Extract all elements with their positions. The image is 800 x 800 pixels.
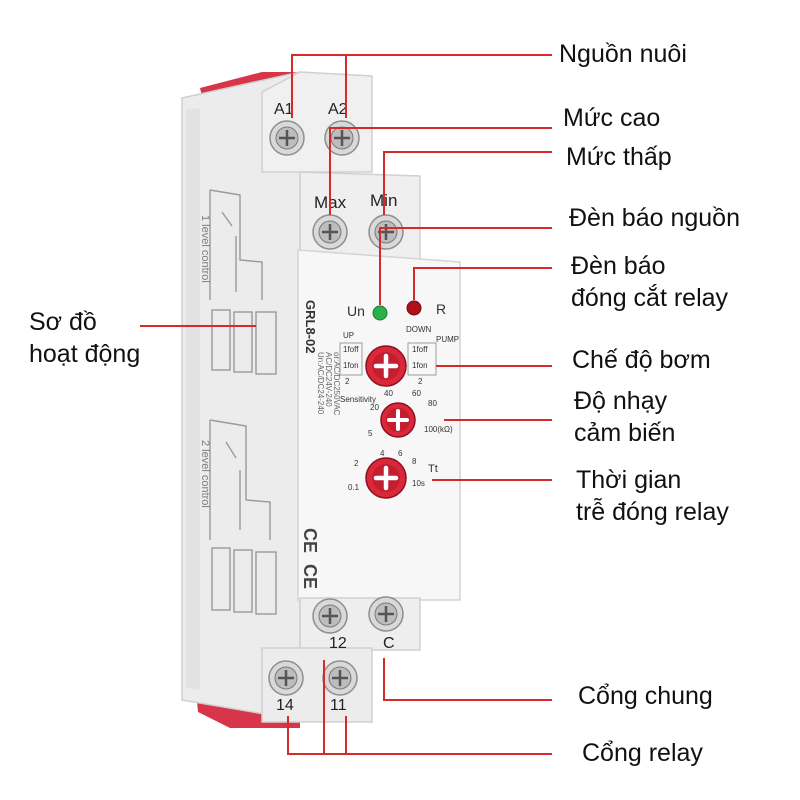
leader-relay-14	[287, 716, 552, 755]
sens-80: 80	[428, 399, 437, 408]
mode-1off-right: 1foff	[412, 345, 428, 354]
callout-diagram-line1: Sơ đồ	[29, 308, 97, 336]
terminal-11-label: 11	[330, 697, 347, 714]
side-text-1: 1 level control	[199, 215, 211, 283]
led-r-label: R	[436, 301, 446, 317]
terminal-screws	[268, 120, 404, 696]
delay-01: 0.1	[348, 483, 360, 492]
ce-mark-2: CE	[300, 564, 320, 589]
screw-14[interactable]	[268, 660, 304, 696]
front-face	[297, 249, 461, 601]
mode-pump-label: PUMP	[436, 335, 459, 344]
top-terminal-block	[261, 71, 373, 173]
mode-up-label: UP	[343, 331, 354, 340]
leader-power-led	[379, 227, 552, 305]
delay-tt-label: Tt	[428, 463, 438, 475]
mode-2-right: 2	[418, 377, 423, 386]
screw-min[interactable]	[368, 214, 404, 250]
screw-11[interactable]	[322, 660, 358, 696]
sens-60: 60	[412, 389, 421, 398]
side-rail	[186, 108, 200, 690]
callout-delay-line2: trễ đóng relay	[576, 498, 729, 526]
screw-12[interactable]	[312, 598, 348, 634]
voltage-label-3: or:AC/DC250VAC	[332, 352, 341, 416]
leader-relay-led	[413, 267, 552, 300]
terminal-12-label: 12	[329, 635, 347, 652]
sens-100: 100(kΩ)	[424, 425, 453, 434]
mode-frame-right	[407, 342, 437, 376]
terminal-a2-label: A2	[328, 101, 348, 118]
delay-2: 2	[354, 459, 359, 468]
screw-a1[interactable]	[269, 120, 305, 156]
voltage-label-2: AC/DC24V-240	[324, 352, 333, 407]
model-label: GRL8-02	[303, 300, 318, 353]
screw-c[interactable]	[368, 596, 404, 632]
relay-led	[406, 300, 422, 316]
callout-low-level: Mức thấp	[566, 143, 672, 171]
callout-delay-line1: Thời gian	[576, 466, 682, 494]
callout-power-indicator: Đèn báo nguồn	[569, 204, 740, 232]
delay-10: 10s	[412, 479, 425, 488]
mode-1on-left: 1fon	[343, 361, 359, 370]
leader-common	[383, 658, 552, 701]
sensitivity-knob[interactable]	[380, 402, 416, 438]
leader-low-level	[383, 151, 552, 215]
screw-max[interactable]	[312, 214, 348, 250]
sens-5: 5	[368, 429, 373, 438]
delay-8: 8	[412, 457, 417, 466]
sens-20: 20	[370, 403, 379, 412]
leader-high-level	[329, 127, 552, 215]
callout-relay-indicator-line2: đóng cắt relay	[571, 284, 729, 312]
delay-time-knob[interactable]	[365, 457, 407, 499]
terminal-c-label: C	[383, 635, 395, 652]
sensor-terminal-block	[299, 171, 421, 263]
side-wiring-diagram	[209, 189, 277, 615]
callout-sensitivity-line1: Độ nhạy	[574, 387, 668, 415]
callout-relay-port: Cổng relay	[582, 739, 703, 767]
callout-pump-mode: Chế độ bơm	[572, 346, 711, 374]
delay-4: 4	[380, 449, 385, 458]
ce-mark-1: CE	[300, 528, 320, 553]
mode-1off-left: 1foff	[343, 345, 359, 354]
terminal-14-label: 14	[276, 697, 294, 714]
sensitivity-label: Sensitivity	[340, 395, 376, 404]
callout-common-port: Cổng chung	[578, 682, 713, 710]
power-led	[372, 305, 388, 321]
callout-diagram-line2: hoạt động	[29, 340, 141, 368]
screw-a2[interactable]	[324, 120, 360, 156]
leader-lines	[140, 54, 552, 755]
mode-down-label: DOWN	[406, 325, 432, 334]
callout-high-level: Mức cao	[563, 104, 661, 132]
pump-mode-knob[interactable]	[365, 345, 407, 387]
led-un-label: Un	[347, 303, 365, 319]
mode-1on-right: 1fon	[412, 361, 428, 370]
delay-6: 6	[398, 449, 403, 458]
voltage-label-1: Un:AC/DC24-240	[316, 352, 325, 415]
leader-power-a1	[291, 54, 552, 118]
sens-40: 40	[384, 389, 393, 398]
mode-2-left: 2	[345, 377, 350, 386]
callout-power-supply: Nguồn nuôi	[559, 40, 687, 68]
side-text-2: 2 level control	[199, 440, 211, 508]
callout-relay-indicator-line1: Đèn báo	[571, 252, 666, 280]
terminal-a1-label: A1	[274, 101, 294, 118]
mode-frame-left	[339, 342, 363, 376]
callout-sensitivity-line2: cảm biến	[574, 419, 676, 447]
